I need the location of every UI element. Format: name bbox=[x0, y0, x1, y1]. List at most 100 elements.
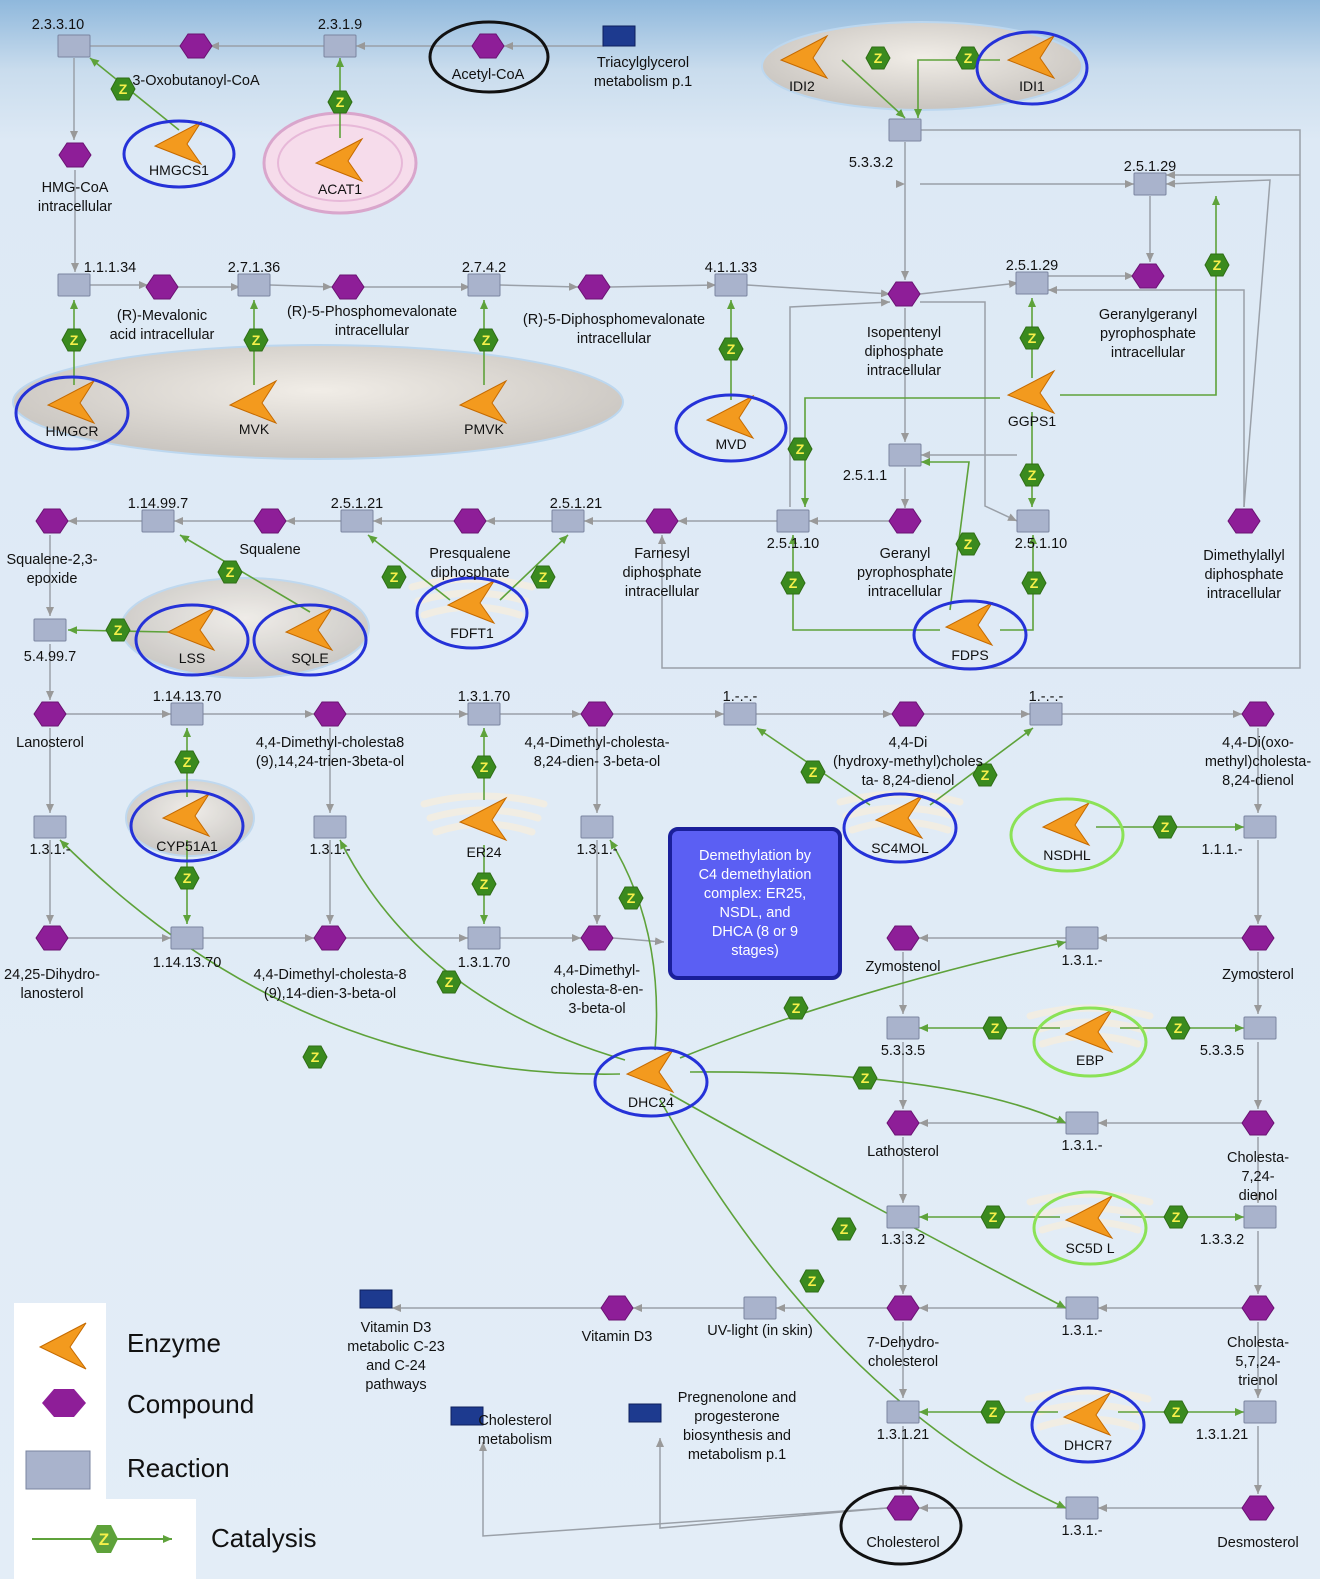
catalysis-z-label: Z bbox=[252, 332, 261, 348]
compound-hexagon bbox=[1241, 1295, 1275, 1321]
reaction-box bbox=[57, 273, 91, 297]
catalysis-hexagon bbox=[174, 866, 200, 890]
catalysis-z-icon: Z bbox=[243, 328, 269, 352]
catalysis-z-label: Z bbox=[981, 767, 990, 783]
reaction-label: 2.5.1.1 bbox=[842, 468, 888, 484]
enzyme-icon bbox=[1062, 1391, 1112, 1437]
enzyme-icon bbox=[458, 379, 508, 425]
compound-hexagon bbox=[888, 508, 922, 534]
reaction-box bbox=[170, 926, 204, 950]
legend-catalysis-label: Catalysis bbox=[211, 1523, 317, 1553]
reaction-box bbox=[340, 509, 374, 533]
enzyme-icon bbox=[228, 379, 278, 425]
reaction-label: UV-light (in skin) bbox=[707, 1323, 813, 1339]
legend-icons: Z bbox=[25, 1322, 172, 1553]
enzyme-highlight-circle bbox=[912, 599, 1028, 671]
catalysis-z-icon: Z bbox=[473, 328, 499, 352]
compound-hexagon bbox=[577, 274, 611, 300]
reaction-label: 5.3.3.5 bbox=[1199, 1043, 1245, 1059]
catalysis-arrow bbox=[1000, 535, 1037, 631]
catalysis-z-icon: Z bbox=[436, 970, 462, 994]
enzyme-label: NSDHL bbox=[1043, 847, 1091, 863]
enzyme-icon bbox=[458, 796, 508, 842]
catalysis-hexagon bbox=[780, 571, 806, 595]
compound-hexagon bbox=[1241, 1110, 1275, 1136]
reaction-label: 1.14.13.70 bbox=[152, 689, 222, 705]
catalysis-z-icon: Z bbox=[982, 1016, 1008, 1040]
catalysis-arrow bbox=[689, 1071, 1067, 1124]
compound-hexagon bbox=[453, 508, 487, 534]
catalysis-arrow bbox=[801, 397, 1000, 507]
reaction-label: 2.5.1.10 bbox=[1014, 536, 1068, 552]
catalysis-z-icon: Z bbox=[530, 565, 556, 589]
legend-compound-label: Compound bbox=[127, 1389, 255, 1419]
catalysis-z-label: Z bbox=[809, 764, 818, 780]
compound-label: Cholesterol bbox=[866, 1535, 940, 1551]
compound-label: 3-Oxobutanoyl-CoA bbox=[132, 73, 260, 89]
reaction-box bbox=[1243, 1016, 1277, 1040]
enzyme-label: MVD bbox=[715, 436, 747, 452]
compound-label: Geranylgeranyl pyrophosphate intracellul… bbox=[1098, 307, 1198, 361]
enzyme-label: FDPS bbox=[951, 647, 989, 663]
catalysis-hexagon bbox=[1204, 253, 1230, 277]
catalysis-arrow bbox=[659, 1099, 1067, 1509]
compound-hexagon bbox=[313, 925, 347, 951]
reaction-label: 1.3.1.- bbox=[1061, 953, 1103, 969]
pathway-link-box bbox=[359, 1289, 393, 1309]
compound-hexagon bbox=[1131, 263, 1165, 289]
enzyme-highlight-circle bbox=[1032, 1190, 1148, 1266]
reaction-box bbox=[888, 118, 922, 142]
enzyme-label: IDI1 bbox=[1019, 78, 1045, 94]
enzyme-highlight-circle bbox=[129, 789, 245, 863]
catalysis-z-icon: Z bbox=[174, 866, 200, 890]
catalysis-hexagon bbox=[471, 872, 497, 896]
compound-hexagon bbox=[887, 281, 921, 307]
catalysis-z-label: Z bbox=[390, 569, 399, 585]
catalysis-z-label: Z bbox=[480, 876, 489, 892]
catalysis-z-icon: Z bbox=[618, 886, 644, 910]
reaction-box bbox=[723, 702, 757, 726]
reaction-label: 4.1.1.33 bbox=[704, 260, 758, 276]
catalysis-hexagon bbox=[799, 1269, 825, 1293]
cholesterol-highlight-circle bbox=[839, 1486, 963, 1566]
compound-label: Presqualene diphosphate bbox=[429, 546, 511, 581]
legend-compound-icon bbox=[42, 1389, 86, 1417]
catalysis-hexagon bbox=[787, 437, 813, 461]
catalysis-hexagon bbox=[980, 1400, 1006, 1424]
enzyme-label: SC5D L bbox=[1065, 1240, 1115, 1256]
conversion-arrow bbox=[269, 282, 333, 291]
reaction-label: 2.5.1.21 bbox=[549, 496, 603, 512]
catalysis-z-label: Z bbox=[183, 870, 192, 886]
catalysis-hexagon bbox=[105, 618, 131, 642]
reaction-box bbox=[776, 509, 810, 533]
demethylation-note: Demethylation by C4 demethylation comple… bbox=[668, 827, 842, 980]
reaction-label: 1.3.3.2 bbox=[880, 1232, 926, 1248]
demethylation-note-text: Demethylation by C4 demethylation comple… bbox=[698, 847, 812, 959]
compound-label: (R)-5-Phosphomevalonate intracellular bbox=[286, 304, 458, 339]
catalysis-hexagon bbox=[327, 90, 353, 114]
enzyme-label: PMVK bbox=[464, 421, 504, 437]
catalysis-z-icon: Z bbox=[105, 618, 131, 642]
catalysis-z-label: Z bbox=[183, 754, 192, 770]
compound-label: 7-Dehydro- cholesterol bbox=[866, 1335, 940, 1370]
reaction-box bbox=[1065, 926, 1099, 950]
reaction-box bbox=[467, 926, 501, 950]
enzyme-label: HMGCR bbox=[45, 423, 99, 439]
reaction-label: 1.3.1.21 bbox=[876, 1427, 930, 1443]
reaction-label: 1.3.1.70 bbox=[457, 955, 511, 971]
reaction-box bbox=[33, 815, 67, 839]
enzyme-icon bbox=[46, 379, 96, 425]
compound-label: Cholesta- 7,24-dienol bbox=[1226, 1150, 1290, 1204]
catalysis-z-icon: Z bbox=[800, 760, 826, 784]
compound-hexagon bbox=[331, 274, 365, 300]
catalysis-z-icon: Z bbox=[972, 763, 998, 787]
reaction-label: 1.3.1.- bbox=[576, 842, 618, 858]
compound-label: Desmosterol bbox=[1217, 1535, 1299, 1551]
reaction-box bbox=[551, 509, 585, 533]
enzyme-label: DHC24 bbox=[628, 1094, 674, 1110]
catalysis-z-icon: Z bbox=[1019, 326, 1045, 350]
pathway-link-label: Vitamin D3 metabolic C-23 and C-24 pathw… bbox=[347, 1320, 445, 1393]
enzyme-icon bbox=[1006, 34, 1056, 80]
compound-label: Farnesyl diphosphate intracellular bbox=[622, 546, 702, 600]
catalysis-z-icon: Z bbox=[799, 1269, 825, 1293]
